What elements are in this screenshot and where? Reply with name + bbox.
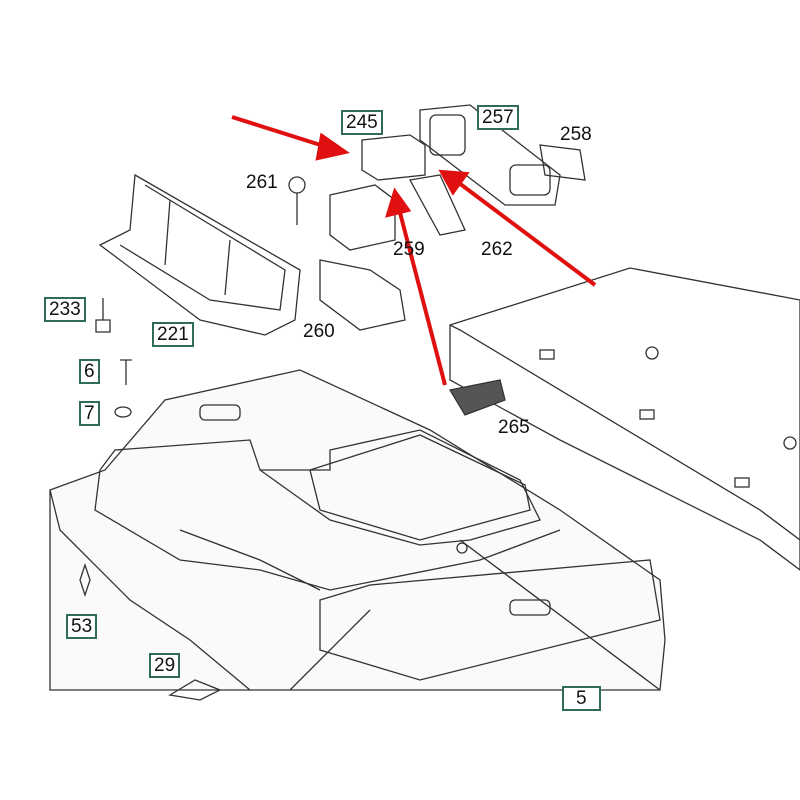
part-29 [168, 679, 222, 701]
callout-265: 265 [498, 417, 530, 438]
callout-29: 29 [149, 653, 181, 678]
callout-221: 221 [152, 322, 194, 347]
callout-245: 245 [341, 110, 383, 135]
part-265 [448, 379, 506, 416]
red-arrows [231, 115, 597, 386]
callout-261: 261 [246, 172, 278, 193]
callout-257: 257 [477, 105, 519, 130]
callout-259: 259 [393, 239, 425, 260]
callout-262: 262 [481, 239, 513, 260]
callout-7: 7 [79, 401, 100, 426]
part-7 [114, 406, 132, 418]
callout-233: 233 [44, 297, 86, 322]
part-233 [95, 298, 111, 333]
part-257 [419, 104, 561, 206]
headliner-panel [49, 369, 666, 691]
part-262 [408, 174, 466, 236]
part-53 [79, 562, 91, 598]
part-260 [319, 259, 406, 331]
part-258 [539, 144, 586, 181]
part-245 [361, 134, 426, 181]
callout-53: 53 [66, 614, 98, 639]
callout-6: 6 [79, 359, 100, 384]
callout-5: 5 [562, 686, 601, 711]
part-259 [329, 184, 396, 251]
part-6 [120, 359, 132, 385]
part-221 [98, 173, 301, 336]
callout-258: 258 [560, 124, 592, 145]
callout-260: 260 [303, 321, 335, 342]
